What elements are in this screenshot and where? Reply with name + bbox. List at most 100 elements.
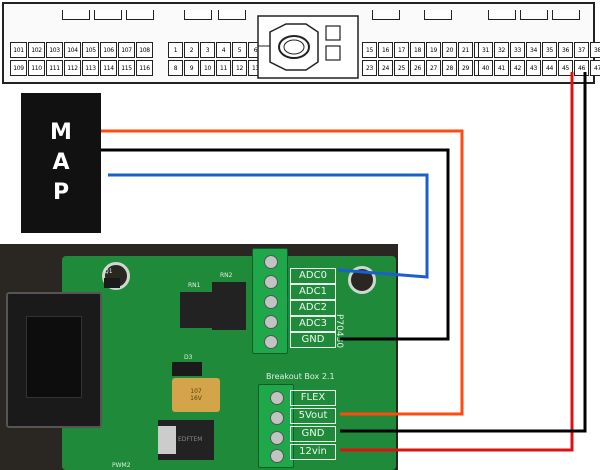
regulator-tab — [158, 426, 176, 454]
board-title: Breakout Box 2.1 — [266, 372, 335, 381]
silk-d3: D3 — [184, 354, 193, 361]
connector-pin: 5 — [232, 42, 247, 58]
terminal-screw — [264, 255, 278, 269]
terminal-block-bottom — [258, 384, 294, 468]
connector-pin: 35 — [542, 42, 557, 58]
terminal-screw — [264, 335, 278, 349]
connector-pin: 25 — [394, 60, 409, 76]
connector-pin: 10 — [200, 60, 215, 76]
terminal-label-adc1: ADC1 — [290, 284, 336, 300]
rj45-socket — [26, 316, 82, 398]
wire-black-gnd-map — [101, 148, 450, 341]
connector-pin: 108 — [136, 42, 153, 58]
connector-pin: 107 — [118, 42, 135, 58]
connector-pin: 21 — [458, 42, 473, 58]
connector-pin: 42 — [510, 60, 525, 76]
transistor-q1 — [104, 278, 120, 288]
connector-pin: 12 — [232, 60, 247, 76]
connector-pin: 104 — [64, 42, 81, 58]
cap-marking: 107 16V — [190, 388, 202, 402]
connector-pin: 16 — [378, 42, 393, 58]
terminal-label-12vin: 12vin — [290, 444, 336, 460]
connector-pin: 15 — [362, 42, 377, 58]
connector-pin: 101 — [10, 42, 27, 58]
silk-rn1: RN1 — [188, 282, 201, 289]
connector-pin: 109 — [10, 60, 27, 76]
connector-pin: 17 — [394, 42, 409, 58]
connector-pin: 11 — [216, 60, 231, 76]
pcb: Q1 RN1 RN2 D3 Breakout Box 2.1 C1 PWM2 P… — [62, 256, 396, 470]
terminal-label-adc2: ADC2 — [290, 300, 336, 316]
terminal-label-5vout: 5Vout — [290, 408, 336, 424]
terminal-label-gnd-top: GND — [290, 332, 336, 348]
breakout-board-photo: Q1 RN1 RN2 D3 Breakout Box 2.1 C1 PWM2 P… — [0, 244, 398, 470]
connector-pin: 28 — [442, 60, 457, 76]
connector-pin: 103 — [46, 42, 63, 58]
connector-pin: 44 — [542, 60, 557, 76]
connector-pin: 111 — [46, 60, 63, 76]
voltage-regulator: EDFTEM — [158, 420, 214, 460]
pin-row-right2-top: 313233343536373839 — [478, 42, 600, 58]
terminal-label-gnd-bottom: GND — [290, 426, 336, 442]
map-letter: M — [50, 120, 72, 145]
connector-pin: 110 — [28, 60, 45, 76]
connector-pin: 36 — [558, 42, 573, 58]
silk-pwm2: PWM2 — [112, 462, 131, 469]
connector-key-slot — [62, 10, 90, 20]
connector-pin: 102 — [28, 42, 45, 58]
connector-pin: 41 — [494, 60, 509, 76]
terminal-label-flex: FLEX — [290, 390, 336, 406]
connector-key-slot — [424, 10, 452, 20]
connector-key-slot — [520, 10, 548, 20]
silk-q1: Q1 — [104, 268, 113, 275]
connector-pin: 38 — [590, 42, 600, 58]
wire-black-gnd-ecu — [340, 72, 587, 433]
connector-pin: 32 — [494, 42, 509, 58]
connector-pin: 8 — [168, 60, 183, 76]
ic-rn2 — [212, 282, 246, 330]
connector-pin: 27 — [426, 60, 441, 76]
terminal-label-adc3: ADC3 — [290, 316, 336, 332]
connector-pin: 9 — [184, 60, 199, 76]
connector-pin: 115 — [118, 60, 135, 76]
connector-pin: 116 — [136, 60, 153, 76]
connector-pin: 23 — [362, 60, 377, 76]
terminal-screw — [264, 275, 278, 289]
connector-pin: 26 — [410, 60, 425, 76]
connector-pin: 112 — [64, 60, 81, 76]
connector-pin: 20 — [442, 42, 457, 58]
connector-pin: 106 — [100, 42, 117, 58]
connector-pin: 37 — [574, 42, 589, 58]
connector-key-slot — [218, 10, 246, 20]
wire-blue-signal — [108, 173, 429, 279]
terminal-screw — [270, 411, 284, 425]
connector-pin: 113 — [82, 60, 99, 76]
connector-key-slot — [94, 10, 122, 20]
terminal-screw — [270, 449, 284, 463]
map-sensor-block: M A P — [21, 93, 101, 233]
regulator-marking: EDFTEM — [178, 436, 203, 443]
connector-pin: 3 — [200, 42, 215, 58]
connector-key-slot — [372, 10, 400, 20]
wire-orange-5v — [101, 129, 464, 416]
rj45-jack — [6, 292, 102, 428]
map-letter: A — [52, 150, 70, 175]
wire-red-12v — [340, 72, 574, 452]
connector-key-slot — [184, 10, 212, 20]
terminal-screw — [264, 315, 278, 329]
terminal-block-top — [252, 248, 288, 354]
connector-pin: 43 — [526, 60, 541, 76]
connector-pin: 31 — [478, 42, 493, 58]
terminal-screw — [270, 391, 284, 405]
connector-pin: 2 — [184, 42, 199, 58]
connector-pin: 34 — [526, 42, 541, 58]
connector-pin: 19 — [426, 42, 441, 58]
connector-pin: 47 — [590, 60, 600, 76]
terminal-screw — [264, 295, 278, 309]
connector-pin: 33 — [510, 42, 525, 58]
tantalum-capacitor: 107 16V — [172, 378, 220, 412]
map-letter: P — [52, 180, 70, 205]
connector-pin: 29 — [458, 60, 473, 76]
